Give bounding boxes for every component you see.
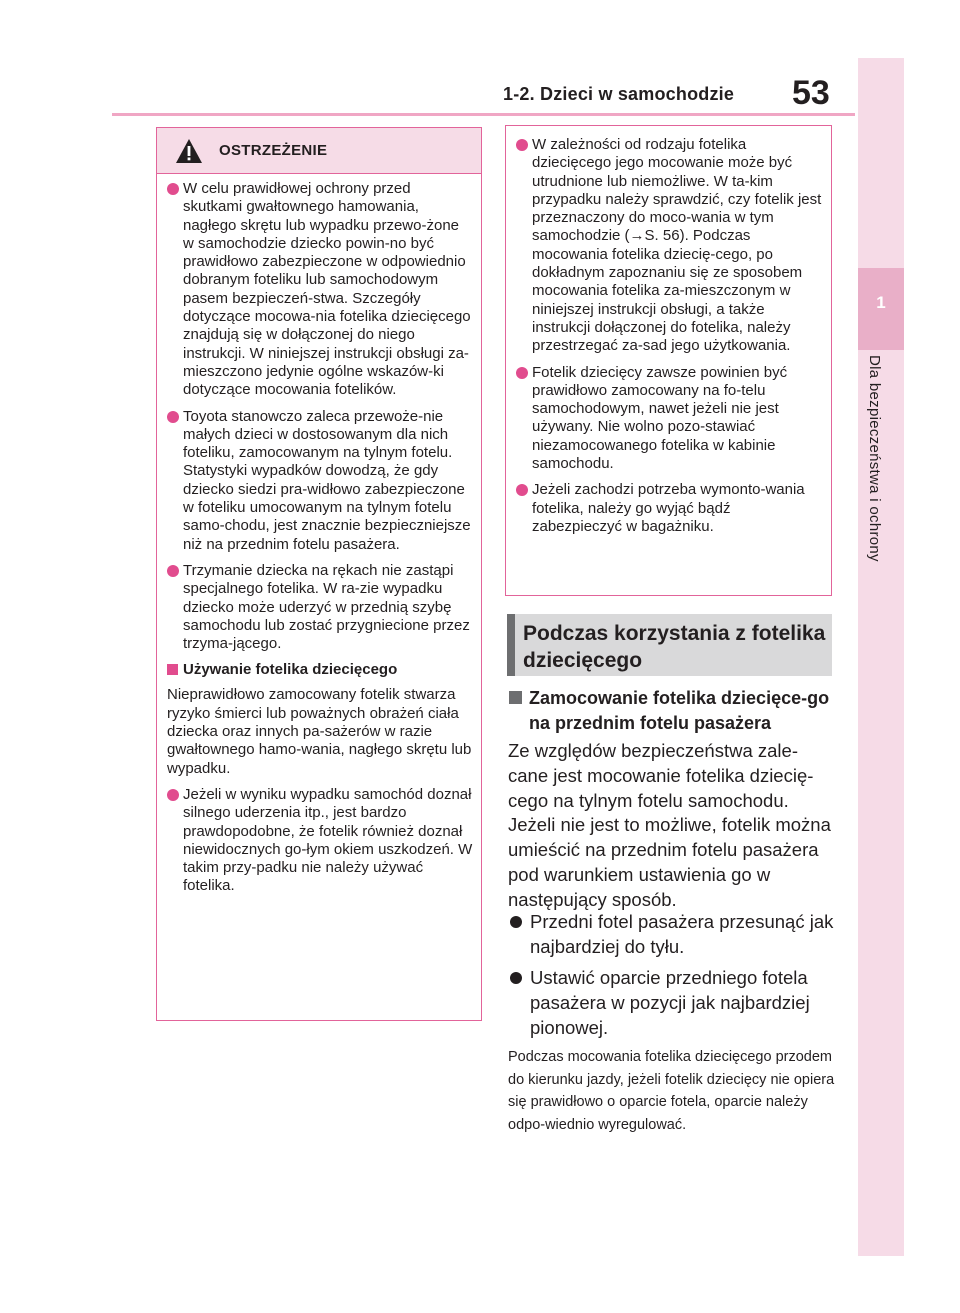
list-item: Ustawić oparcie przedniego fotela pasaże… <box>508 965 838 1040</box>
warning-box-right: W zależności od rodzaju fotelika dziecię… <box>505 125 832 596</box>
body-paragraph: Ze względów bezpieczeństwa zale-cane jes… <box>508 740 831 910</box>
page-number: 53 <box>792 74 830 112</box>
bullet-dot-icon <box>167 410 179 423</box>
warning-triangle-icon <box>176 139 202 163</box>
square-bullet-icon <box>167 664 178 676</box>
warning-heading: OSTRZEŻENIE <box>219 142 328 159</box>
bullet-dot-icon <box>516 484 528 497</box>
warning-item: Jeżeli zachodzi potrzeba wymonto-wania f… <box>516 481 823 536</box>
warning-item: Toyota stanowczo zaleca przewoże-nie mał… <box>167 408 473 554</box>
bullet-dot-icon <box>516 366 528 379</box>
list-item: Przedni fotel pasażera przesunąć jak naj… <box>508 909 838 959</box>
chapter-side-tab-active <box>858 268 904 350</box>
note-paragraph: Podczas mocowania fotelika dziecięcego p… <box>508 1049 835 1133</box>
section-title: 1-2. Dzieci w samochodzie <box>503 84 735 104</box>
section-heading: Podczas korzystania z fotelika dziecięce… <box>507 614 832 676</box>
square-bullet-icon <box>509 691 522 704</box>
warning-item: Fotelik dziecięcy zawsze powinien być pr… <box>516 364 823 474</box>
warning-list: W celu prawidłowej ochrony przed skutkam… <box>157 174 481 896</box>
bullet-dot-icon <box>516 139 528 151</box>
warning-item: W zależności od rodzaju fotelika dziecię… <box>516 136 823 356</box>
header-divider <box>112 113 855 116</box>
warning-box-left: OSTRZEŻENIE W celu prawidłowej ochrony p… <box>156 127 482 1021</box>
bullet-dot-icon <box>167 788 179 801</box>
warning-item: W celu prawidłowej ochrony przed skutkam… <box>167 180 473 400</box>
bullet-dot-icon <box>510 916 522 928</box>
chapter-label: Dla bezpieczeństwa i ochrony <box>866 355 883 562</box>
warning-item: Trzymanie dziecka na rękach nie zastąpi … <box>167 562 473 653</box>
warning-item: Jeżeli w wyniku wypadku samochód doznał … <box>167 786 473 896</box>
warning-subheading: Używanie fotelika dziecięcego <box>167 661 473 678</box>
subsection-heading: Zamocowanie fotelika dziecięce-go na prz… <box>507 686 837 736</box>
warning-list: W zależności od rodzaju fotelika dziecię… <box>506 126 831 536</box>
warning-paragraph: Nieprawidłowo zamocowany fotelik stwarza… <box>167 686 472 777</box>
bullet-dot-icon <box>167 183 179 195</box>
bullet-dot-icon <box>167 564 179 577</box>
chapter-side-tab <box>858 58 904 1256</box>
bullet-dot-icon <box>510 972 522 984</box>
warning-header: OSTRZEŻENIE <box>157 128 481 174</box>
chapter-number: 1 <box>876 293 886 312</box>
